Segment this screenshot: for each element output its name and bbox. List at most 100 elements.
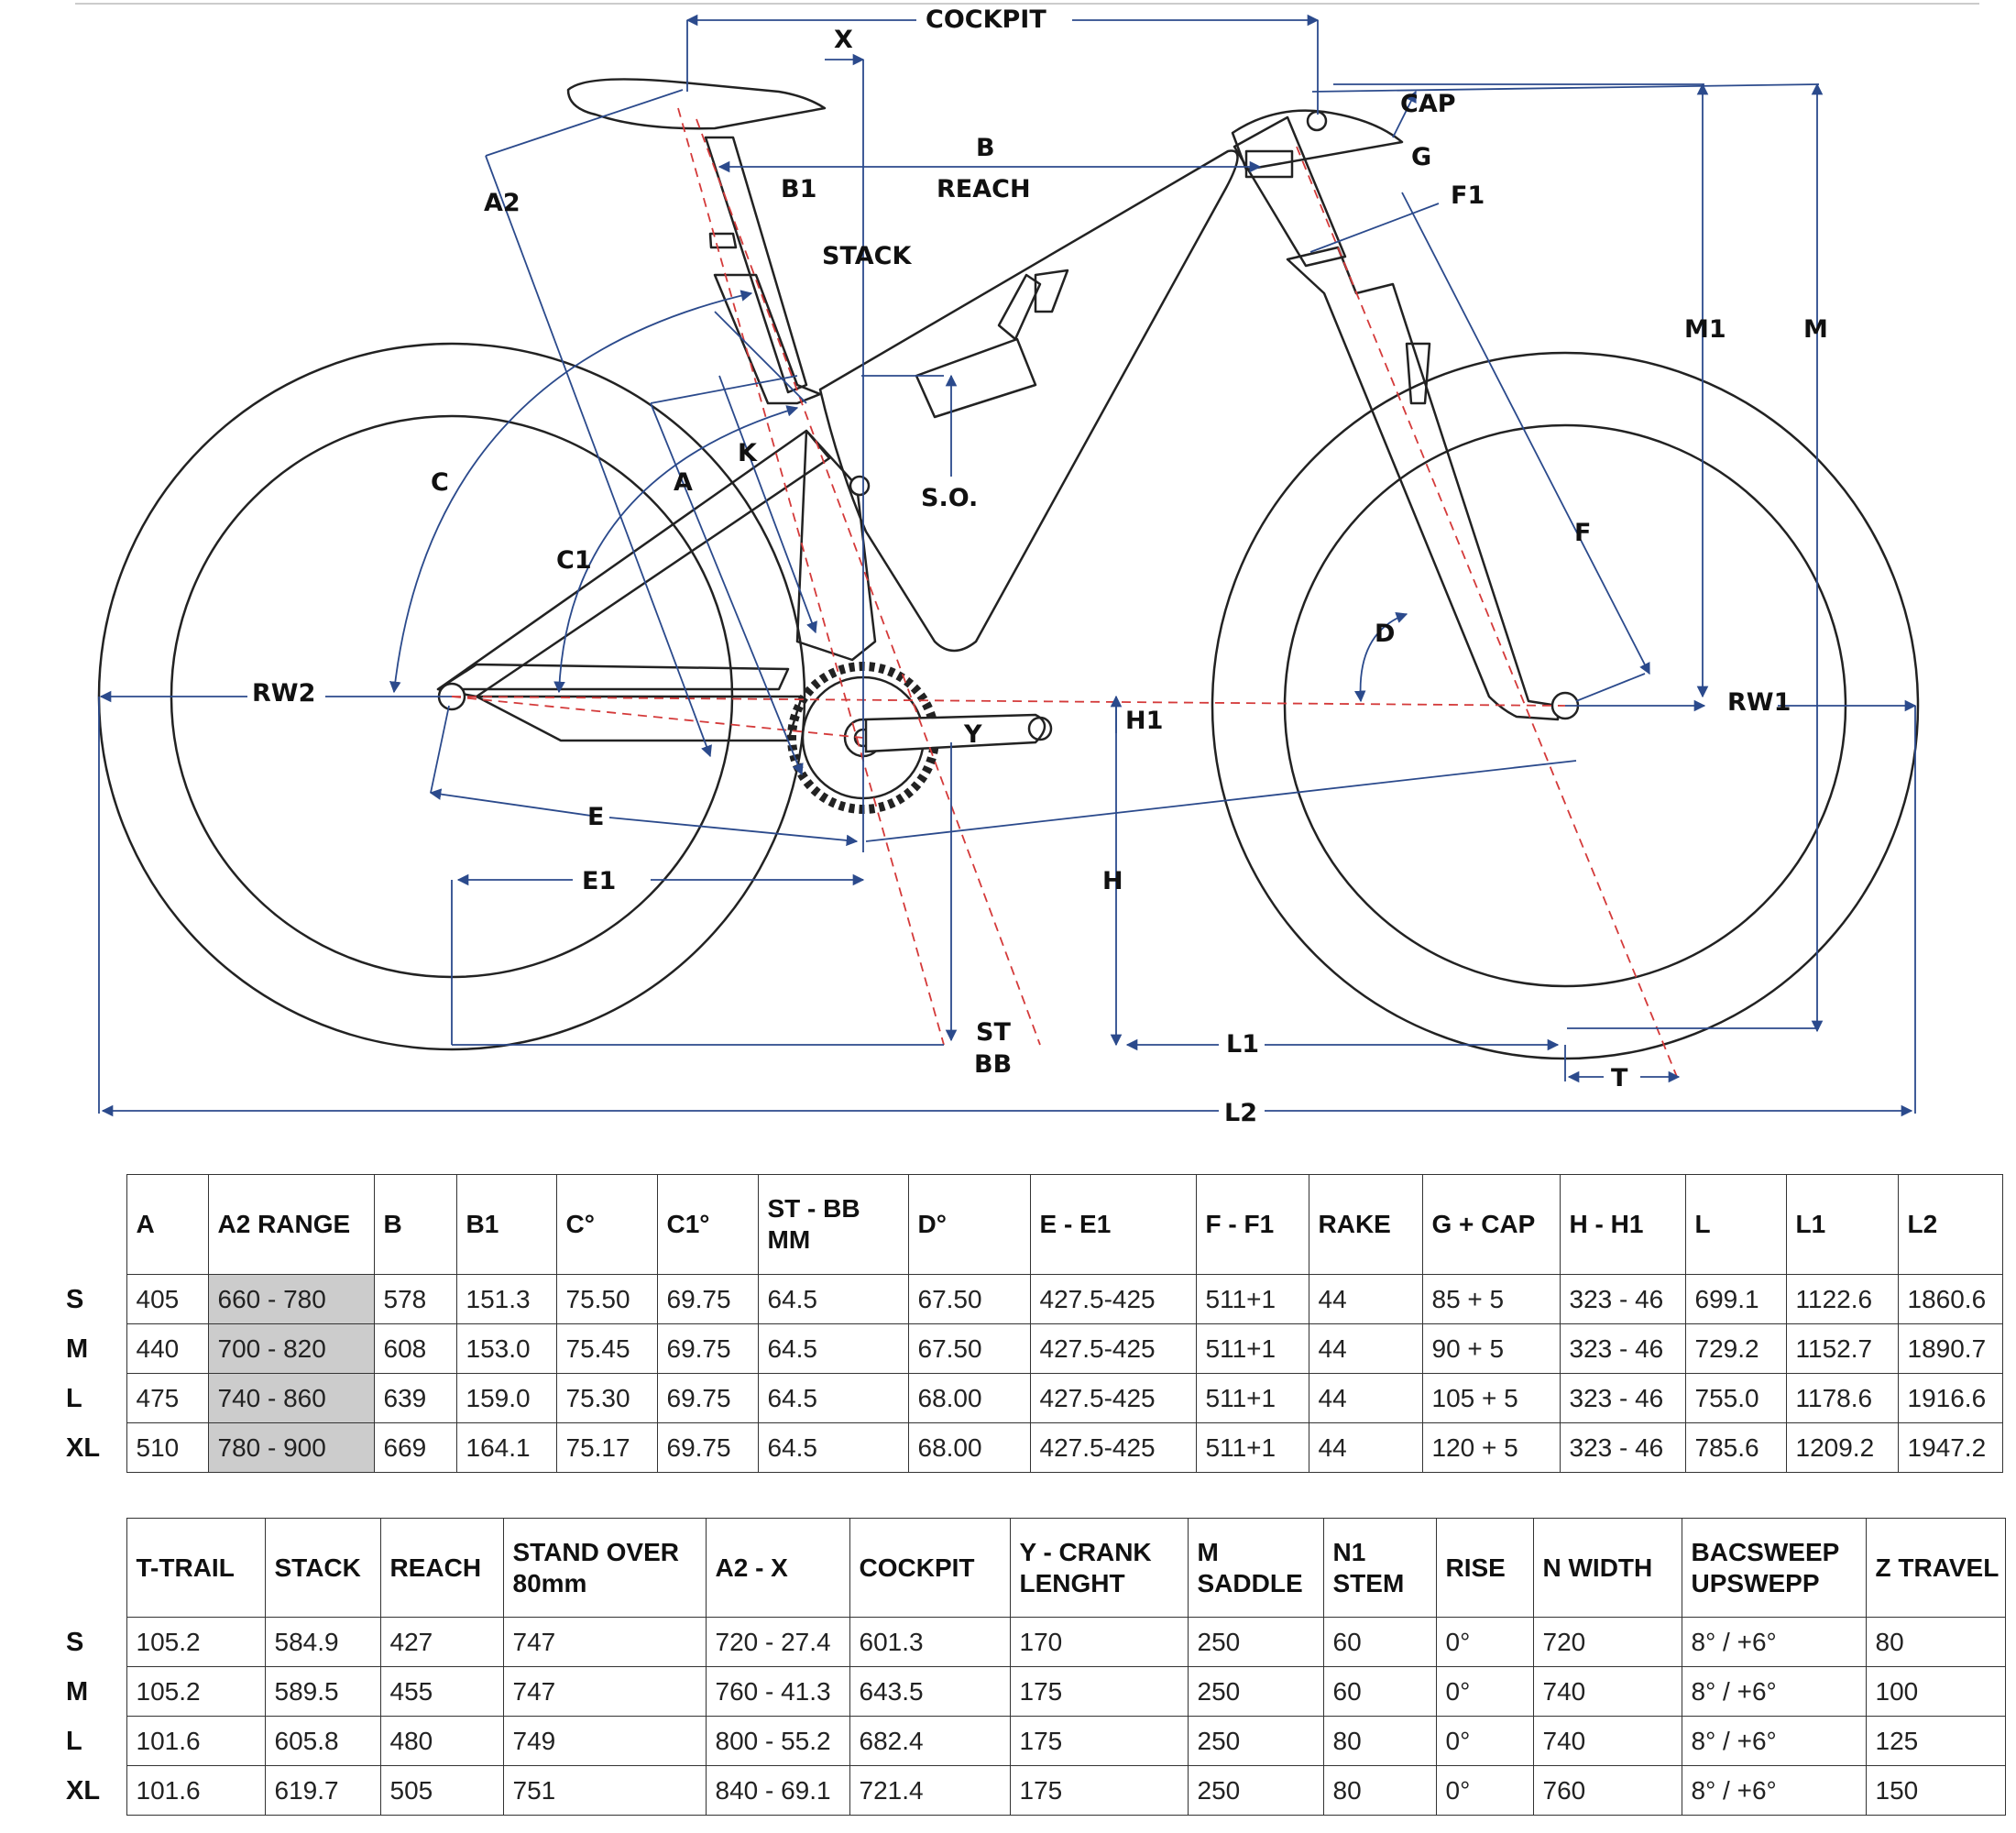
table2-header: BACSWEEP UPSWEPP — [1681, 1518, 1867, 1618]
table-cell: 427.5-425 — [1029, 1274, 1197, 1324]
table-cell: 584.9 — [264, 1617, 381, 1667]
table-cell: 1152.7 — [1785, 1323, 1899, 1374]
table-cell: 740 - 860 — [207, 1373, 375, 1423]
table1-header: RAKE — [1308, 1174, 1423, 1275]
table-cell: 69.75 — [656, 1422, 759, 1473]
table-cell: 67.50 — [907, 1323, 1031, 1374]
table-cell: 69.75 — [656, 1373, 759, 1423]
table-cell: 751 — [502, 1765, 707, 1816]
table-cell: 760 - 41.3 — [705, 1666, 850, 1717]
table-cell: 660 - 780 — [207, 1274, 375, 1324]
table-cell: 151.3 — [455, 1274, 557, 1324]
table-cell: 80 — [1322, 1765, 1437, 1816]
label-h: H — [1102, 867, 1123, 895]
table-cell: 427.5-425 — [1029, 1323, 1197, 1374]
table2-header: REACH — [379, 1518, 504, 1618]
label-x: X — [834, 26, 853, 54]
table-cell: 511+1 — [1195, 1422, 1309, 1473]
table-cell: 75.17 — [555, 1422, 658, 1473]
table-cell: 105.2 — [126, 1617, 266, 1667]
table-cell: 175 — [1009, 1666, 1189, 1717]
label-reach: REACH — [937, 175, 1031, 203]
table-cell: 105.2 — [126, 1666, 266, 1717]
crank-arm — [864, 713, 1053, 753]
label-l2: L2 — [1224, 1099, 1257, 1127]
table-cell: 0° — [1435, 1765, 1534, 1816]
table-cell: 682.4 — [849, 1716, 1011, 1766]
axis-lines — [451, 107, 1678, 1078]
label-l1: L1 — [1226, 1030, 1259, 1059]
table-cell: 643.5 — [849, 1666, 1011, 1717]
table2-header: A2 - X — [705, 1518, 850, 1618]
dimension-labels: COCKPIT X CAP G F1 B REACH B1 A2 STACK M… — [252, 5, 1828, 1127]
label-y: Y — [963, 720, 982, 749]
table-cell: 105 + 5 — [1421, 1373, 1561, 1423]
table-cell: 64.5 — [757, 1373, 909, 1423]
label-cap: CAP — [1400, 90, 1456, 118]
table-cell: 8° / +6° — [1681, 1617, 1867, 1667]
table-cell: 760 — [1532, 1765, 1682, 1816]
label-h1: H1 — [1125, 707, 1163, 735]
label-so: S.O. — [921, 484, 978, 512]
dimension-lines — [98, 14, 1917, 1117]
table-cell: 64.5 — [757, 1422, 909, 1473]
table-cell: 323 - 46 — [1559, 1323, 1686, 1374]
table-cell: 480 — [379, 1716, 504, 1766]
label-d: D — [1375, 620, 1395, 648]
table-cell: 125 — [1865, 1716, 2006, 1766]
table-cell: 747 — [502, 1666, 707, 1717]
label-m1: M1 — [1684, 315, 1726, 344]
table-cell: 510 — [126, 1422, 209, 1473]
label-e1: E1 — [582, 867, 616, 895]
table-row: XL 101.6 619.7 505 751 840 - 69.1 721.4 … — [66, 1765, 2006, 1816]
label-g: G — [1411, 143, 1431, 171]
table-cell: 601.3 — [849, 1617, 1011, 1667]
label-e: E — [587, 803, 604, 831]
table2-header: T-TRAIL — [126, 1518, 266, 1618]
size-label: S — [66, 1627, 84, 1657]
table-cell: 44 — [1308, 1422, 1423, 1473]
table-cell: 250 — [1187, 1666, 1324, 1717]
table-row: S 405 660 - 780 578 151.3 75.50 69.75 64… — [66, 1274, 2003, 1324]
table-cell: 250 — [1187, 1765, 1324, 1816]
table2-header: RISE — [1435, 1518, 1534, 1618]
size-label: M — [66, 1676, 89, 1707]
table-cell: 60 — [1322, 1666, 1437, 1717]
table-cell: 729.2 — [1684, 1323, 1787, 1374]
table-cell: 619.7 — [264, 1765, 381, 1816]
table1-header: C1° — [656, 1174, 759, 1275]
table-cell: 75.45 — [555, 1323, 658, 1374]
table-row: S 105.2 584.9 427 747 720 - 27.4 601.3 1… — [66, 1617, 2006, 1667]
table-cell: 8° / +6° — [1681, 1716, 1867, 1766]
label-k: K — [738, 439, 758, 467]
table-cell: 780 - 900 — [207, 1422, 375, 1473]
table-row: XL 510 780 - 900 669 164.1 75.17 69.75 6… — [66, 1422, 2003, 1473]
table1-header: L1 — [1785, 1174, 1899, 1275]
table-cell: 170 — [1009, 1617, 1189, 1667]
table-cell: 427.5-425 — [1029, 1422, 1197, 1473]
size-label: S — [66, 1284, 84, 1314]
table2-header: Z TRAVEL — [1865, 1518, 2006, 1618]
table-cell: 250 — [1187, 1617, 1324, 1667]
table-cell: 101.6 — [126, 1716, 266, 1766]
table-cell: 840 - 69.1 — [705, 1765, 850, 1816]
table1-header: H - H1 — [1559, 1174, 1686, 1275]
table1-header: ST - BB MM — [757, 1174, 909, 1275]
table-cell: 511+1 — [1195, 1274, 1309, 1324]
table1-header: L2 — [1897, 1174, 2003, 1275]
label-f1: F1 — [1451, 181, 1485, 210]
label-f: F — [1574, 519, 1591, 547]
table-cell: 511+1 — [1195, 1373, 1309, 1423]
label-m: M — [1803, 315, 1828, 344]
label-t: T — [1611, 1064, 1628, 1092]
table-cell: 608 — [373, 1323, 457, 1374]
table-cell: 1178.6 — [1785, 1373, 1899, 1423]
label-c1: C1 — [556, 546, 592, 575]
table-cell: 60 — [1322, 1617, 1437, 1667]
table-cell: 505 — [379, 1765, 504, 1816]
table-cell: 75.50 — [555, 1274, 658, 1324]
table-cell: 740 — [1532, 1716, 1682, 1766]
table-cell: 720 - 27.4 — [705, 1617, 850, 1667]
size-label: M — [66, 1334, 89, 1364]
table1-header: D° — [907, 1174, 1031, 1275]
